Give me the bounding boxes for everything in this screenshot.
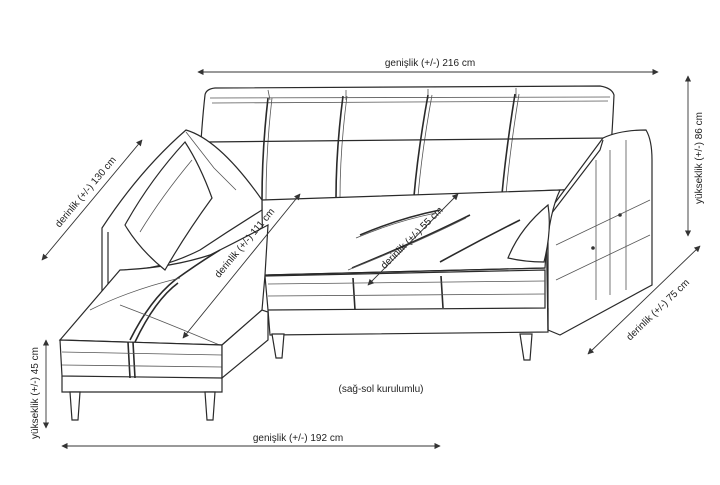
label-top-width: genişlik (+/-) 216 cm — [385, 58, 475, 69]
dim-line-inner-chaise-depth — [182, 193, 301, 339]
sofa-drawing — [58, 85, 653, 421]
leg-right-front — [519, 333, 533, 361]
label-right-height: yükseklik (+/-) 86 cm — [694, 112, 705, 204]
dimension-lines — [41, 68, 701, 450]
dim-line-right-depth — [587, 245, 701, 355]
dim-line-inner-seat-depth — [367, 193, 459, 286]
leg-chaise-right — [204, 391, 216, 421]
leg-chaise-left — [69, 391, 81, 421]
chaise-front-panel — [59, 339, 223, 379]
backrest-seams — [261, 93, 516, 201]
backrest-outline — [197, 85, 615, 206]
dim-line-left-depth — [41, 139, 143, 261]
chaise-base — [61, 376, 223, 393]
label-left-height: yükseklik (+/-) 45 cm — [30, 347, 41, 439]
main-base — [267, 308, 549, 336]
seat-front-panel — [264, 269, 546, 311]
leg-mid-front — [271, 333, 285, 359]
label-installation-note: (sağ-sol kurulumlu) — [338, 384, 423, 395]
label-bottom-width: genişlik (+/-) 192 cm — [253, 433, 343, 444]
pillow-right — [507, 203, 550, 263]
